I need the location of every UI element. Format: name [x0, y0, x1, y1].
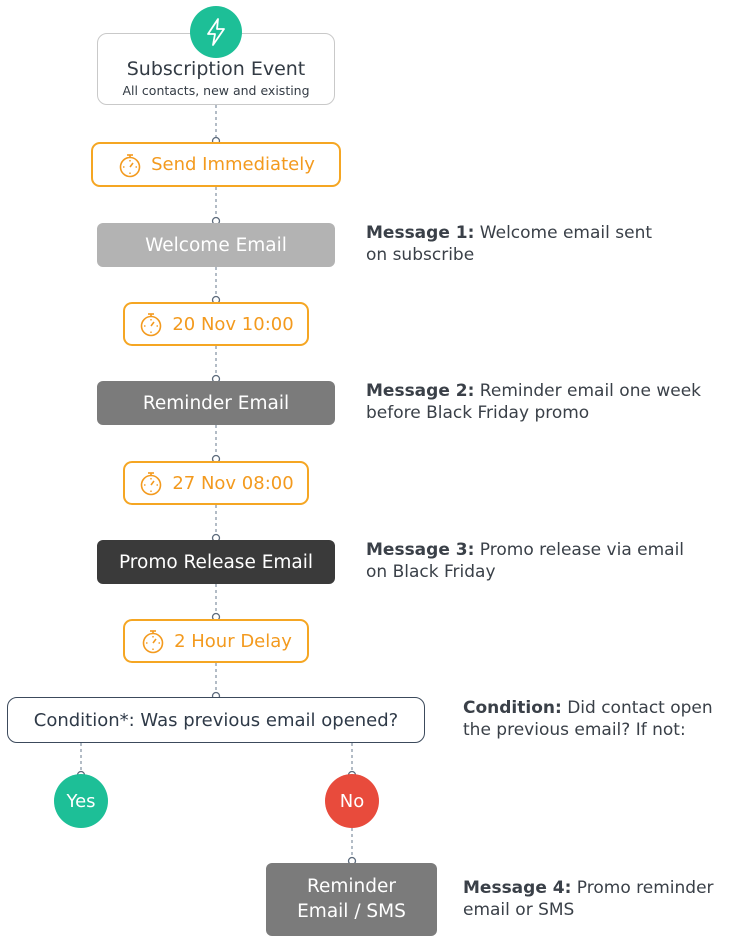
timer-label: 27 Nov 08:00: [172, 472, 294, 494]
message-4-note: Message 4: Promo reminder email or SMS: [463, 877, 728, 921]
message-1-note: Message 1: Welcome email sent on subscri…: [366, 222, 706, 266]
note-text: Welcome email sent: [474, 223, 653, 243]
send-immediately-timer[interactable]: Send Immediately: [91, 142, 341, 187]
note-label: Condition:: [463, 698, 562, 718]
timer-label: 20 Nov 10:00: [172, 313, 294, 335]
note-text: email or SMS: [463, 900, 575, 921]
note-label: Message 3:: [366, 540, 475, 560]
reminder-email-sms-node[interactable]: Reminder Email / SMS: [266, 863, 437, 936]
timer-label: 2 Hour Delay: [174, 630, 292, 652]
note-text: on Black Friday: [366, 562, 496, 583]
welcome-email-node[interactable]: Welcome Email: [97, 223, 335, 267]
stopwatch-icon: [141, 313, 162, 337]
note-label: Message 2:: [366, 381, 475, 401]
no-label: No: [339, 790, 365, 812]
stopwatch-icon: [119, 153, 141, 177]
lightning-bolt-icon: [207, 18, 225, 46]
note-text: Did contact open: [561, 698, 713, 718]
email-label: Welcome Email: [145, 234, 287, 256]
delay-timer-1[interactable]: 20 Nov 10:00: [123, 302, 309, 346]
no-branch[interactable]: No: [325, 774, 379, 828]
message-2-note: Message 2: Reminder email one week befor…: [366, 380, 726, 424]
yes-label: Yes: [66, 790, 96, 812]
message-3-note: Message 3: Promo release via email on Bl…: [366, 539, 716, 583]
condition-note: Condition: Did contact open the previous…: [463, 697, 728, 741]
stopwatch-icon: [141, 472, 162, 496]
trigger-subtitle: All contacts, new and existing: [122, 83, 310, 98]
email-label: Reminder Email / SMS: [297, 876, 406, 922]
delay-timer-2[interactable]: 27 Nov 08:00: [123, 461, 309, 505]
email-label: Reminder Email: [142, 392, 290, 414]
trigger-badge: [190, 6, 242, 58]
promo-release-email-node[interactable]: Promo Release Email: [97, 540, 335, 584]
note-label: Message 4:: [463, 878, 572, 898]
email-label: Promo Release Email: [118, 551, 314, 573]
note-text: Promo release via email: [474, 540, 685, 560]
trigger-title: Subscription Event: [126, 58, 306, 80]
condition-node[interactable]: Condition*: Was previous email opened?: [7, 697, 425, 743]
condition-label: Condition*: Was previous email opened?: [33, 709, 399, 731]
stopwatch-icon: [142, 630, 164, 654]
note-text: Promo reminder: [571, 878, 714, 898]
reminder-email-node[interactable]: Reminder Email: [97, 381, 335, 425]
note-text: the previous email? If not:: [463, 720, 686, 741]
note-text: before Black Friday promo: [366, 403, 590, 424]
timer-label: Send Immediately: [151, 154, 315, 175]
note-text: Reminder email one week: [474, 381, 702, 401]
yes-branch[interactable]: Yes: [54, 774, 108, 828]
note-label: Message 1:: [366, 223, 475, 243]
delay-timer-3[interactable]: 2 Hour Delay: [123, 619, 309, 663]
note-text: on subscribe: [366, 245, 475, 266]
